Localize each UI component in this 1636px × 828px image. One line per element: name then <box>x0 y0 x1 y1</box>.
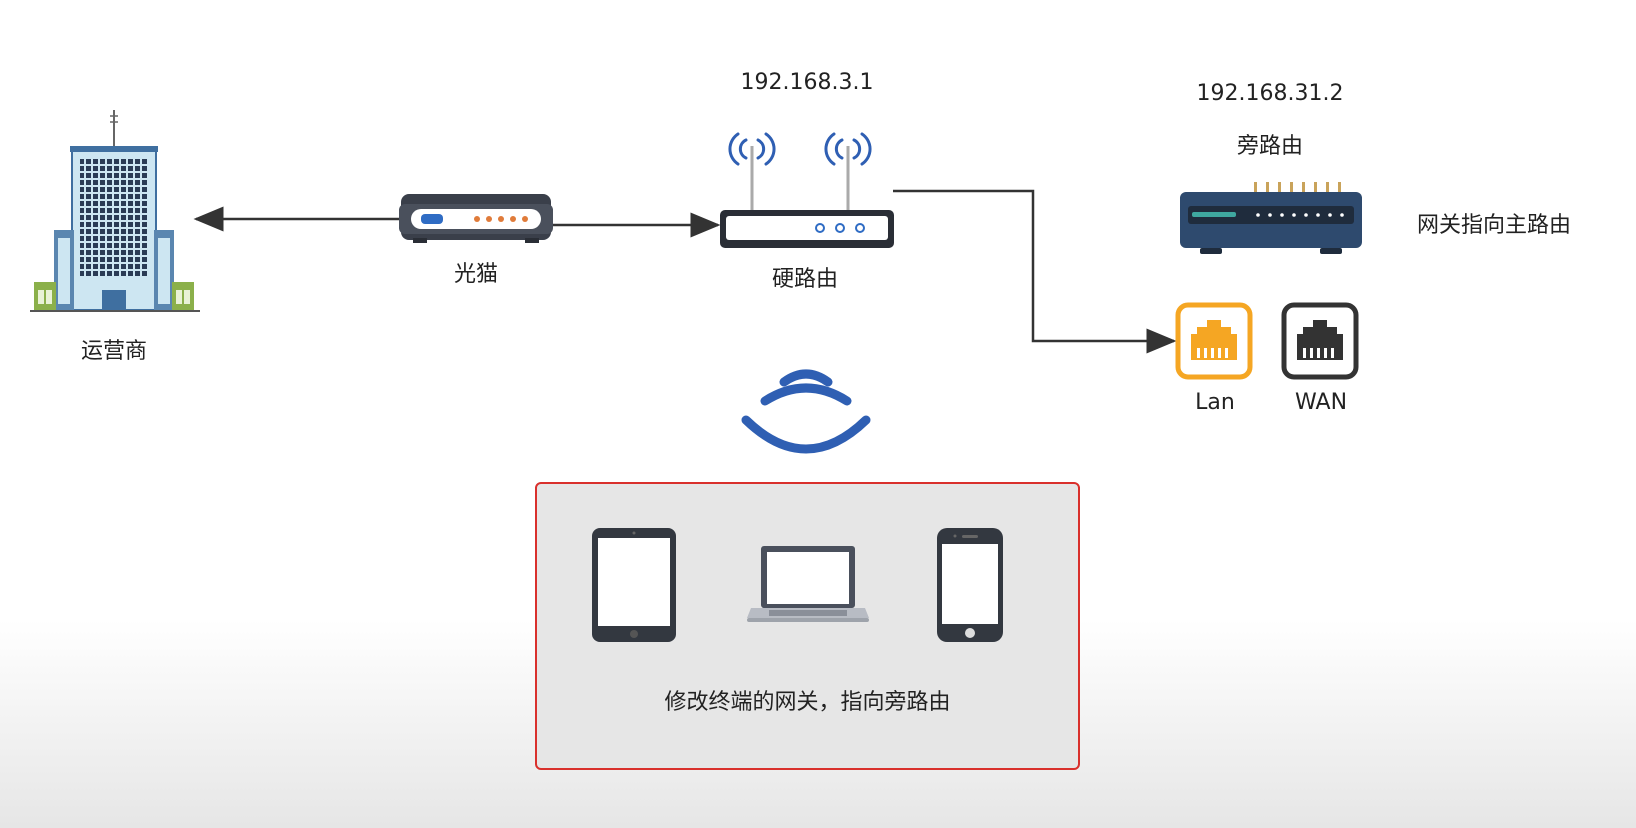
lan-port-icon <box>1175 302 1253 380</box>
bypass-router-icon <box>1180 182 1362 254</box>
laptop-icon <box>747 546 869 622</box>
lan-port-label: Lan <box>1195 390 1235 415</box>
terminal-caption: 修改终端的网关，指向旁路由 <box>664 690 951 715</box>
bypass-router-label: 旁路由 <box>1236 134 1304 159</box>
isp-building-icon <box>30 110 200 312</box>
bypass-router-note: 网关指向主路由 <box>1417 213 1572 238</box>
terminal-devices-box: 修改终端的网关，指向旁路由 <box>535 482 1080 770</box>
bypass-router-ip: 192.168.31.2 <box>1196 81 1344 106</box>
main-router-icon <box>720 132 894 248</box>
tablet-icon <box>592 528 676 642</box>
router-to-lan-arrow <box>893 189 1177 354</box>
modem-label: 光猫 <box>453 262 499 287</box>
main-router-label: 硬路由 <box>771 267 839 292</box>
wifi-signal-icon <box>741 369 871 454</box>
isp-label: 运营商 <box>80 339 148 364</box>
wan-port-icon <box>1281 302 1359 380</box>
main-router-ip: 192.168.3.1 <box>740 70 874 95</box>
phone-icon <box>937 528 1003 642</box>
wan-port-label: WAN <box>1294 390 1348 415</box>
modem-icon <box>399 194 553 243</box>
